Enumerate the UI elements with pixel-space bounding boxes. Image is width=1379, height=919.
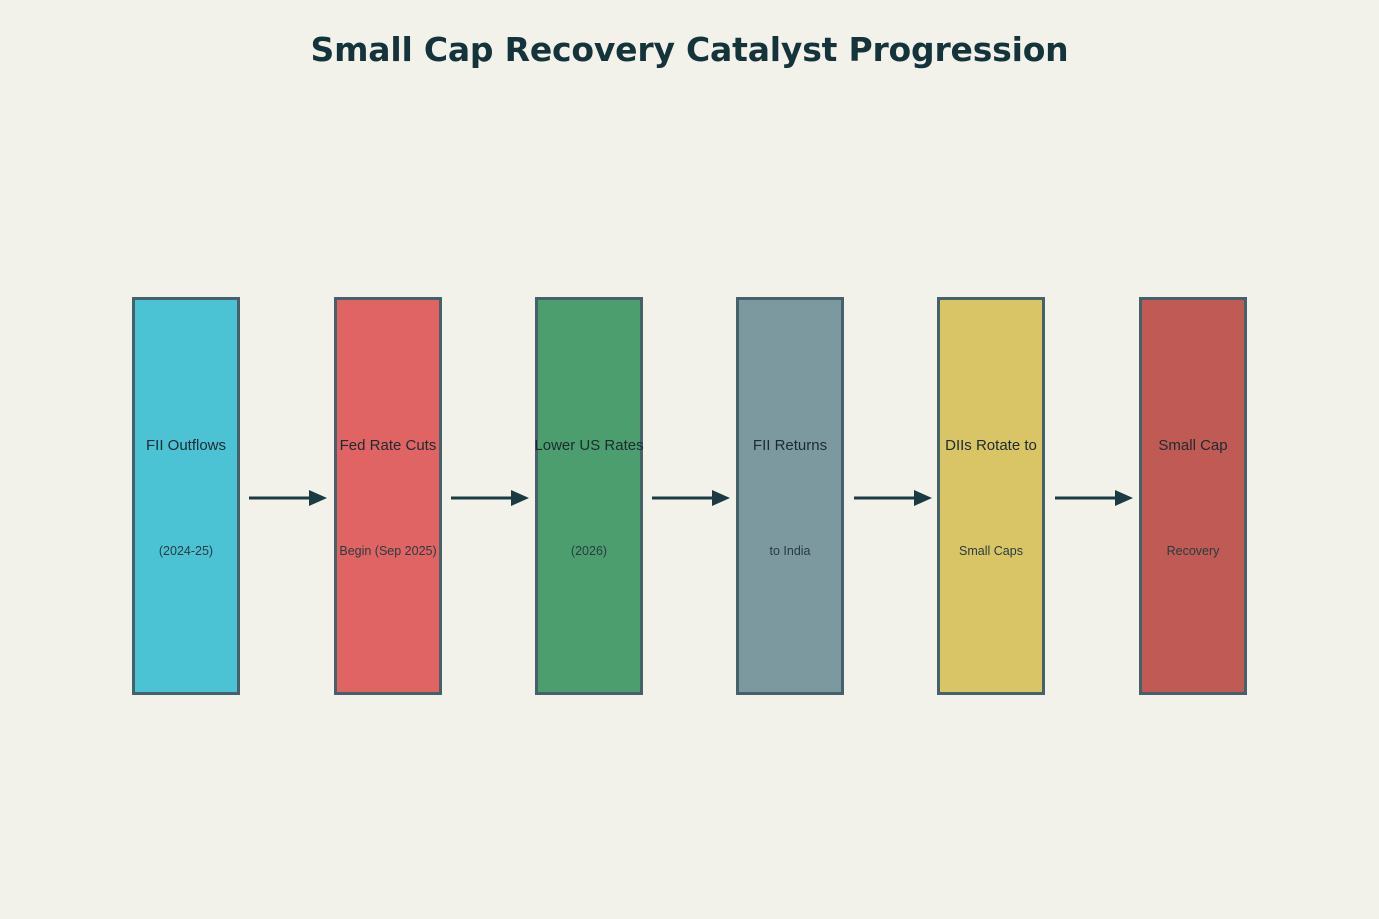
arrow-right-icon xyxy=(652,490,730,506)
flow-node-small-cap-recovery[interactable]: Small Cap Recovery xyxy=(1139,297,1247,695)
flow-node-title: Fed Rate Cuts xyxy=(339,437,437,454)
arrow-right-icon xyxy=(1055,490,1133,506)
flow-node-subtitle: to India xyxy=(769,544,811,558)
flow-node-title: Small Cap xyxy=(1158,437,1228,454)
arrow-right-icon xyxy=(249,490,327,506)
flow-node-title: Lower US Rates xyxy=(534,437,644,454)
flow-node-subtitle: (2024-25) xyxy=(158,544,214,558)
flow-node-diis-rotate[interactable]: DIIs Rotate to Small Caps xyxy=(937,297,1045,695)
flow-node-title: DIIs Rotate to xyxy=(945,437,1037,454)
flow-arrow-3 xyxy=(652,487,738,509)
flow-node-title: FII Returns xyxy=(752,437,828,454)
flow-node-fii-outflows[interactable]: FII Outflows (2024-25) xyxy=(132,297,240,695)
flow-arrow-4 xyxy=(854,487,940,509)
arrow-right-icon xyxy=(854,490,932,506)
flow-node-fii-returns[interactable]: FII Returns to India xyxy=(736,297,844,695)
flow-node-subtitle: Recovery xyxy=(1166,544,1220,558)
flow-node-title: FII Outflows xyxy=(145,437,227,454)
flow-node-subtitle: Begin (Sep 2025) xyxy=(339,544,437,558)
flow-node-subtitle: Small Caps xyxy=(959,544,1023,558)
flow-arrow-2 xyxy=(451,487,537,509)
arrow-right-icon xyxy=(451,490,529,506)
page-title: Small Cap Recovery Catalyst Progression xyxy=(310,30,1069,69)
flow-arrow-5 xyxy=(1055,487,1141,509)
flow-arrow-1 xyxy=(249,487,335,509)
flow-node-subtitle: (2026) xyxy=(570,544,608,558)
flow-node-fed-rate-cuts[interactable]: Fed Rate Cuts Begin (Sep 2025) xyxy=(334,297,442,695)
flow-node-lower-us-rates[interactable]: Lower US Rates (2026) xyxy=(534,297,644,695)
